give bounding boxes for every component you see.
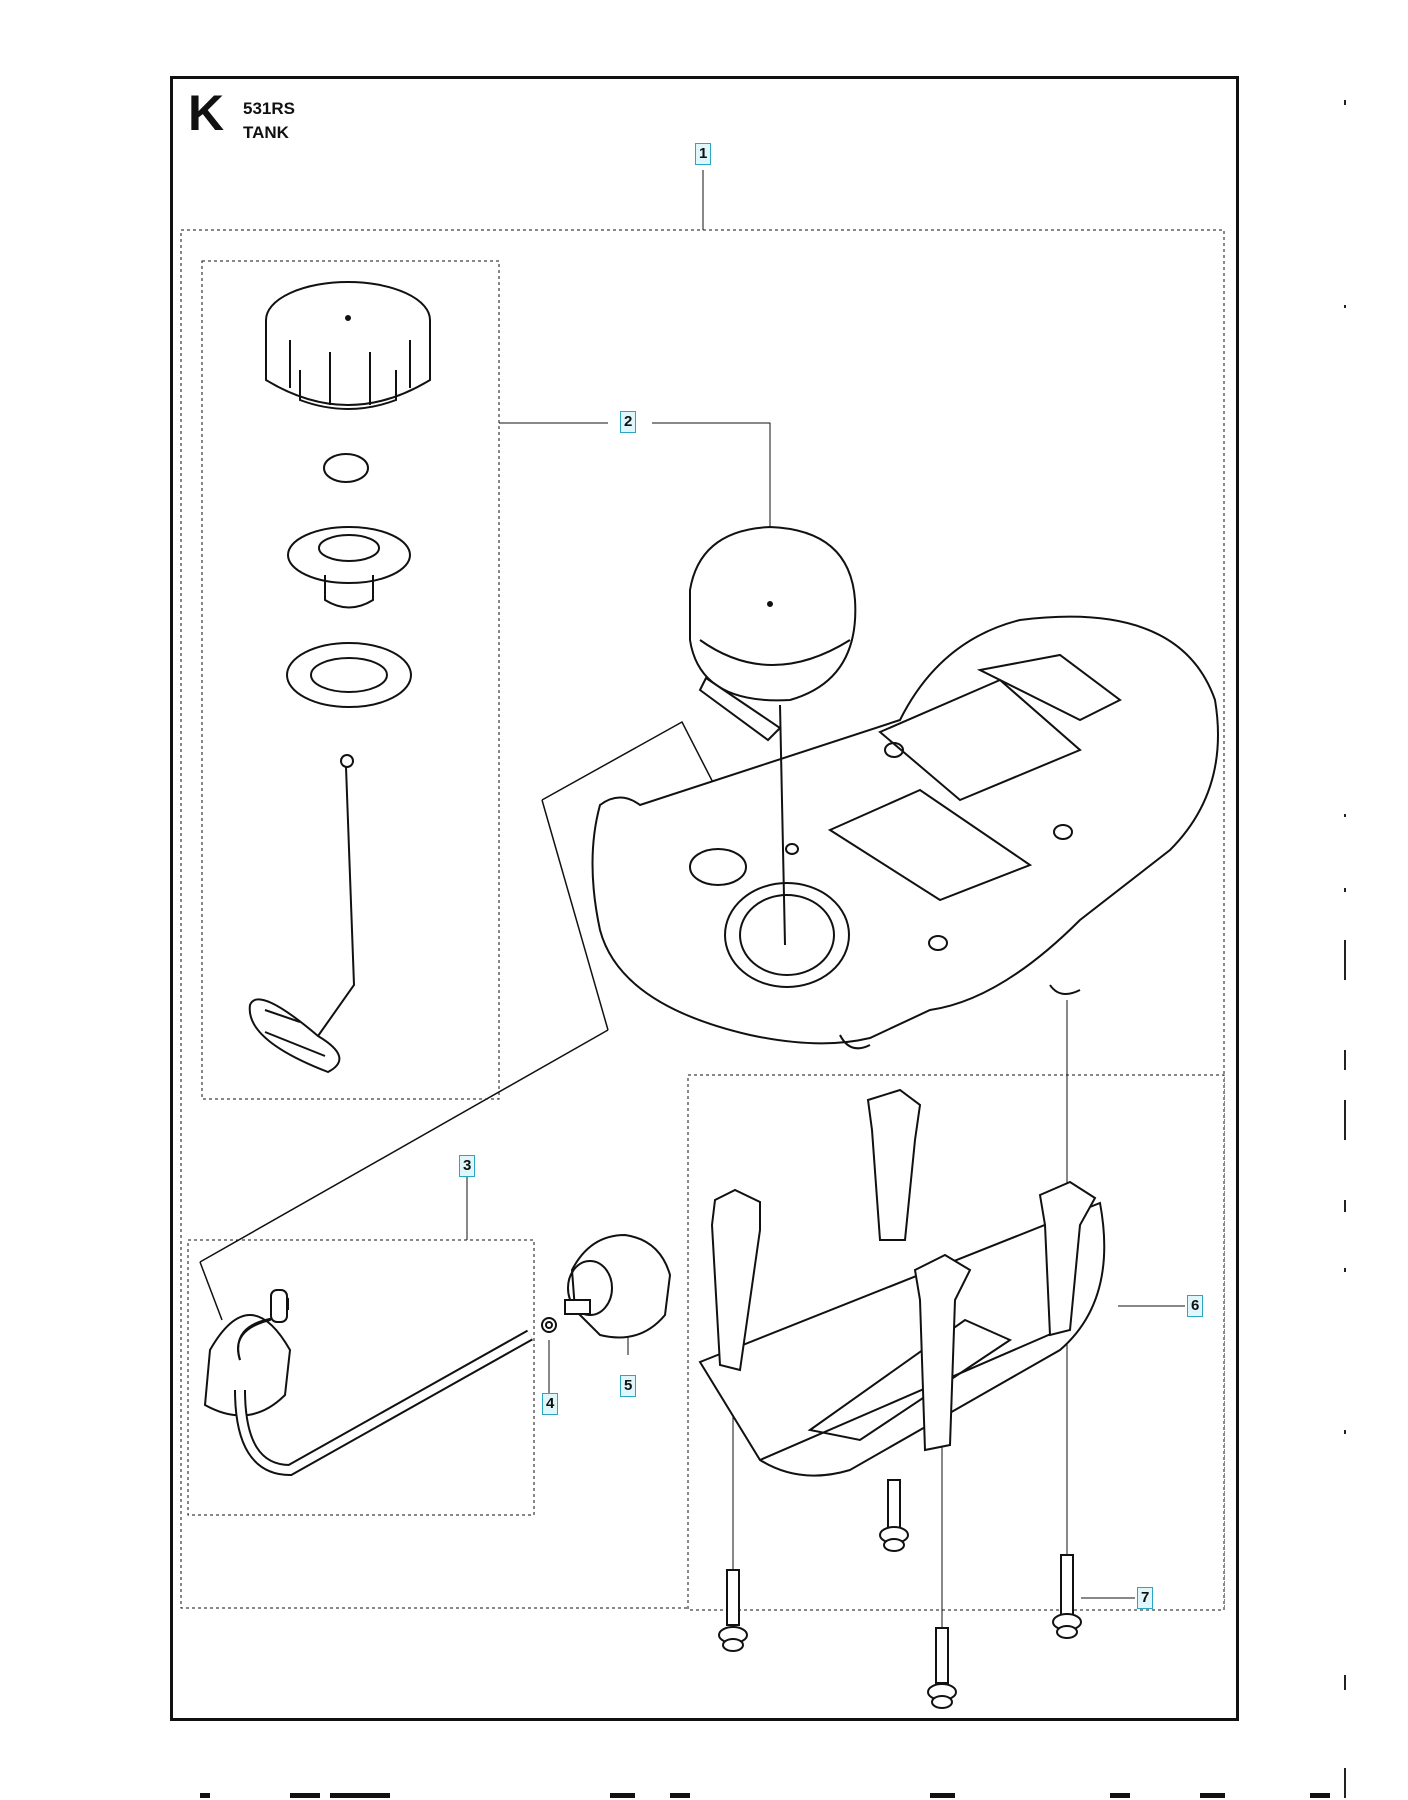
- footer-mark: [1310, 1793, 1330, 1798]
- section-letter: K: [188, 85, 225, 141]
- footer-mark: [930, 1793, 955, 1798]
- callout-7[interactable]: 7: [1137, 1587, 1154, 1609]
- footer-mark: [1200, 1793, 1225, 1798]
- callout-5[interactable]: 5: [620, 1375, 637, 1397]
- footer-mark: [290, 1793, 320, 1798]
- bolt-part: [927, 1627, 957, 1709]
- section-model: 531RS: [243, 99, 295, 118]
- edge-mark: [1344, 100, 1346, 105]
- edge-mark: [1344, 888, 1346, 892]
- bolt-part: [879, 1479, 909, 1552]
- edge-mark: [1344, 1100, 1346, 1140]
- footer-mark: [670, 1793, 690, 1798]
- tank-bracket-part: [698, 1088, 1106, 1477]
- fuel-cap-part: [265, 281, 431, 410]
- edge-mark: [1344, 1430, 1346, 1434]
- vent-disc-part: [323, 453, 369, 483]
- edge-mark: [1344, 1200, 1346, 1212]
- edge-mark: [1344, 1268, 1346, 1272]
- callout-6[interactable]: 6: [1187, 1295, 1204, 1317]
- callout-3[interactable]: 3: [459, 1155, 476, 1177]
- footer-mark: [200, 1793, 210, 1798]
- diagram-frame: [170, 76, 1239, 1721]
- edge-mark: [1344, 1675, 1346, 1690]
- gasket-ring-part: [286, 642, 412, 708]
- vent-valve-part: [287, 526, 411, 609]
- bolt-part: [718, 1569, 748, 1652]
- edge-mark: [1344, 305, 1346, 308]
- callout-2[interactable]: 2: [620, 411, 637, 433]
- fuel-tank-part: [591, 615, 1219, 1050]
- callout-4[interactable]: 4: [542, 1393, 559, 1415]
- hose-clip-part: [541, 1317, 557, 1333]
- callout-1[interactable]: 1: [695, 143, 712, 165]
- footer-mark: [330, 1793, 390, 1798]
- footer-mark: [610, 1793, 635, 1798]
- section-name: TANK: [243, 123, 289, 142]
- footer-mark: [1110, 1793, 1130, 1798]
- group-box-3: [187, 1239, 535, 1516]
- edge-mark: [1344, 1768, 1346, 1798]
- fuel-filter-part: [564, 1233, 672, 1339]
- fuel-cap-assembled: [689, 525, 857, 946]
- group-box-2: [201, 260, 500, 1100]
- bolt-part: [1052, 1554, 1082, 1639]
- edge-mark: [1344, 814, 1346, 817]
- fuel-filter-pickup-part: [248, 754, 356, 1074]
- edge-mark: [1344, 1050, 1346, 1070]
- fuel-hose-part: [203, 1289, 533, 1477]
- edge-mark: [1344, 940, 1346, 980]
